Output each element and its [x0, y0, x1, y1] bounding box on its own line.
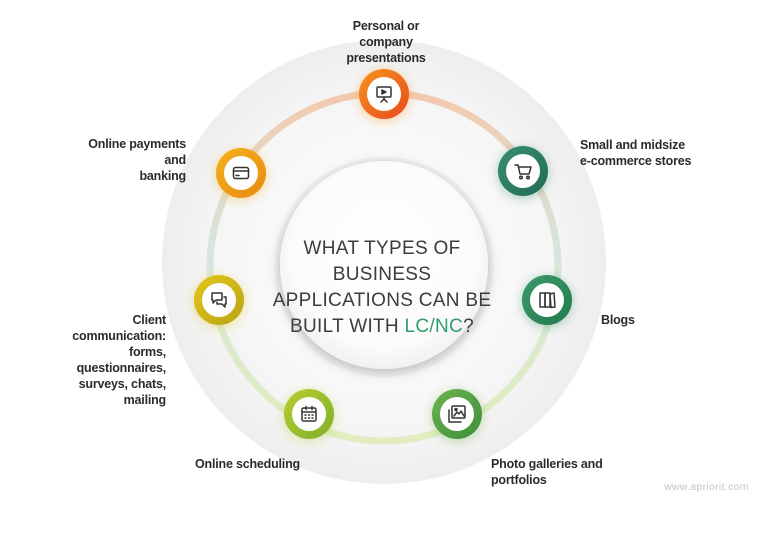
node-label-line: banking: [139, 169, 186, 183]
node-label-ecommerce: Small and midsize e-commerce stores: [580, 137, 700, 169]
node-galleries: [431, 389, 483, 442]
node-ecommerce: [497, 146, 549, 199]
node-label-galleries: Photo galleries and portfolios: [491, 456, 611, 488]
watermark: www.apriorit.com: [664, 481, 749, 493]
center-title-suffix: ?: [463, 316, 474, 337]
node-label-line: forms, questionnaires,: [76, 345, 167, 375]
node-label-line: e-commerce stores: [580, 154, 692, 168]
node-label-line: Online payments and: [88, 137, 186, 167]
calendar-icon: [301, 405, 317, 422]
center-title-accent: LC/NC: [404, 316, 464, 337]
node-core: [367, 77, 401, 111]
node-label-line: Personal or company: [352, 19, 420, 49]
node-label-line: portfolios: [491, 473, 547, 487]
nodes-layer: [193, 69, 573, 442]
node-label-line: presentations: [346, 51, 426, 65]
book-icon: [539, 292, 556, 309]
node-label-line: Blogs: [601, 313, 635, 327]
node-core: [530, 283, 564, 317]
node-label-line: Client communication:: [72, 313, 166, 343]
node-label-presentations: Personal or company presentations: [336, 18, 436, 66]
node-blogs: [521, 275, 573, 328]
node-core: [224, 156, 258, 190]
center-title: WHAT TYPES OF BUSINESS APPLICATIONS CAN …: [262, 236, 502, 340]
node-label-scheduling: Online scheduling: [195, 456, 315, 472]
center-title-prefix: BUILT WITH: [290, 316, 405, 337]
node-presentations: [358, 69, 410, 122]
node-core: [440, 397, 474, 431]
node-communication: [193, 275, 245, 328]
center-title-line-1: WHAT TYPES OF BUSINESS: [303, 238, 461, 285]
presentation-board-icon: [376, 86, 392, 103]
center-title-line-2: APPLICATIONS CAN BE: [272, 290, 492, 311]
node-core: [506, 154, 540, 188]
node-label-line: Small and midsize: [580, 138, 685, 152]
node-label-blogs: Blogs: [601, 312, 661, 328]
center-title-line-3: BUILT WITH LC/NC?: [262, 314, 502, 340]
node-payments: [215, 148, 267, 201]
node-core: [292, 397, 326, 431]
chat-bubbles-icon: [211, 292, 227, 308]
shopping-cart-icon: [514, 164, 532, 180]
node-label-payments: Online payments and banking: [86, 136, 186, 184]
node-label-line: surveys, chats, mailing: [78, 377, 167, 407]
credit-card-icon: [232, 166, 250, 180]
node-label-line: Online scheduling: [195, 457, 300, 471]
inner-disc: [280, 161, 488, 369]
node-label-line: Photo galleries and: [491, 457, 603, 471]
node-label-communication: Client communication:forms, questionnair…: [56, 312, 166, 408]
node-scheduling: [283, 389, 335, 442]
image-gallery-icon: [448, 405, 466, 423]
